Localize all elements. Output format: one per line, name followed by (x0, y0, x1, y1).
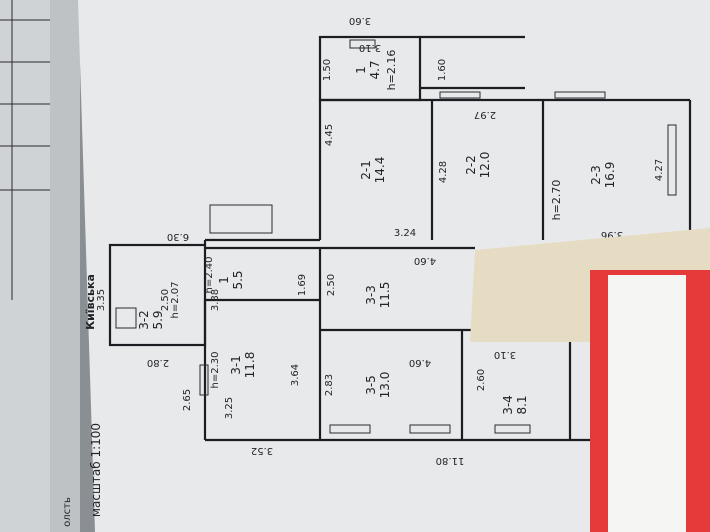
room-label: 2-212.0 (464, 152, 492, 179)
room-label: 15.5 (217, 270, 245, 289)
room-label: 3-25.9 (137, 310, 165, 330)
dimension-label: 3.24 (394, 228, 416, 239)
room-dim: 3.25 (224, 397, 235, 419)
dimension-label: 4.60 (414, 255, 436, 266)
scale-label: масштаб 1:100 (89, 423, 103, 517)
room-height: h=2.07 (170, 282, 181, 319)
tape-white-stripe (608, 275, 686, 532)
dimension-labels: 3.60 3.10 1.50 1.60 4.45 2.97 3.24 4.28 … (96, 15, 665, 466)
window-marks (115, 39, 677, 434)
room-label: 3-311.5 (364, 282, 392, 309)
dimension-label: 3.64 (290, 364, 301, 386)
dimension-label: 1.50 (322, 59, 333, 81)
room-label: 14.7 (354, 60, 382, 79)
dimension-label: 3.60 (349, 15, 371, 26)
room-dim: 2.50 (160, 289, 171, 311)
dimension-label: 2.83 (324, 374, 335, 396)
dimension-label: 4.27 (654, 159, 665, 181)
dimension-label: 1.69 (297, 274, 308, 296)
dimension-label: 2.60 (476, 369, 487, 391)
dimension-label: 6.30 (167, 231, 189, 242)
interior-walls (205, 100, 572, 440)
street-name: Київська (84, 274, 97, 330)
dimension-label: 2.80 (147, 357, 169, 368)
left-paper-sheet (0, 0, 50, 532)
room-height: h=2.16 (385, 50, 398, 91)
dimension-label: 2.97 (474, 109, 496, 120)
paper-shadow (50, 0, 80, 532)
room-label: 3-48.1 (501, 395, 529, 415)
dimension-label: 3.96 (601, 229, 623, 240)
dimension-label: 4.60 (409, 357, 431, 368)
dimension-label: 3.35 (96, 289, 107, 311)
street-fragment: олсть (62, 497, 73, 527)
room-label: 2-316.9 (589, 162, 617, 189)
ledger-lines (0, 0, 50, 300)
plan-sheet (78, 0, 710, 532)
room-label: 3-513.0 (364, 372, 392, 399)
exterior-walls (108, 35, 692, 442)
dimension-label: 3.10 (494, 349, 516, 360)
room-height: h=2.40 (204, 257, 215, 294)
dimension-label: 11.80 (436, 455, 465, 466)
dimension-label: 4.28 (438, 161, 449, 183)
room-label: 2-114.4 (359, 157, 387, 184)
dimension-label: 4.45 (324, 124, 335, 146)
dimension-label: 1.60 (437, 59, 448, 81)
room-label: 3-111.8 (229, 352, 257, 379)
dimension-label: 3.10 (359, 42, 381, 53)
dimension-label: 2.65 (182, 389, 193, 411)
dimension-label: 2.50 (326, 274, 337, 296)
dimension-label: 3.52 (251, 445, 273, 456)
room-height: h=2.30 (210, 352, 221, 389)
room-labels: 14.7 h=2.16 2-114.4 2-212.0 2-316.9 h=2.… (137, 50, 617, 419)
room-dim: 3.88 (210, 289, 221, 311)
room-height: h=2.70 (550, 180, 563, 221)
